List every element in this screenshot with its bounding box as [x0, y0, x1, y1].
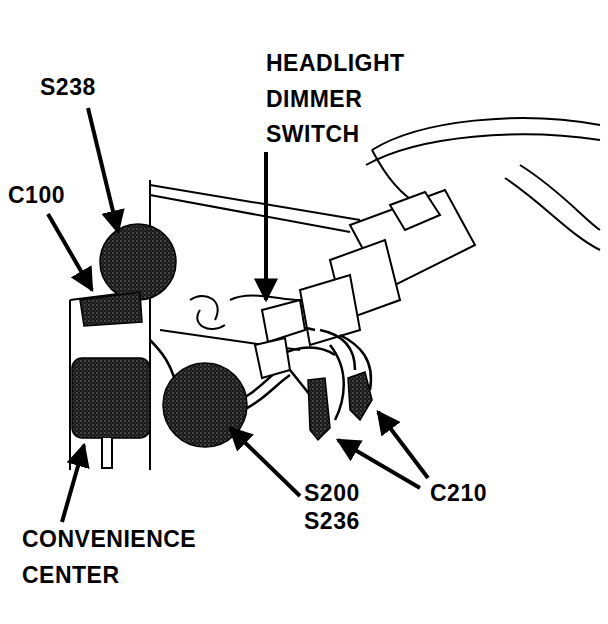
convenience-center-tab	[102, 438, 112, 468]
callout-label: HEADLIGHT DIMMER SWITCH	[266, 46, 436, 153]
connector-c100	[80, 292, 142, 326]
callout-label: CONVENIENCE CENTER	[22, 522, 242, 593]
callout-label: C100	[8, 178, 118, 214]
connector-c210	[308, 372, 372, 440]
leader-arrows	[48, 108, 428, 522]
callout-label: S200	[304, 476, 414, 512]
callout-label: C210	[430, 476, 540, 512]
convenience-center-box	[72, 358, 150, 438]
callout-label: S238	[40, 70, 150, 106]
steering-column	[300, 190, 475, 345]
callout-label: S236	[304, 504, 414, 540]
dimmer-switch	[255, 300, 305, 378]
dash-panel	[70, 180, 360, 470]
splice-s238	[100, 224, 176, 300]
